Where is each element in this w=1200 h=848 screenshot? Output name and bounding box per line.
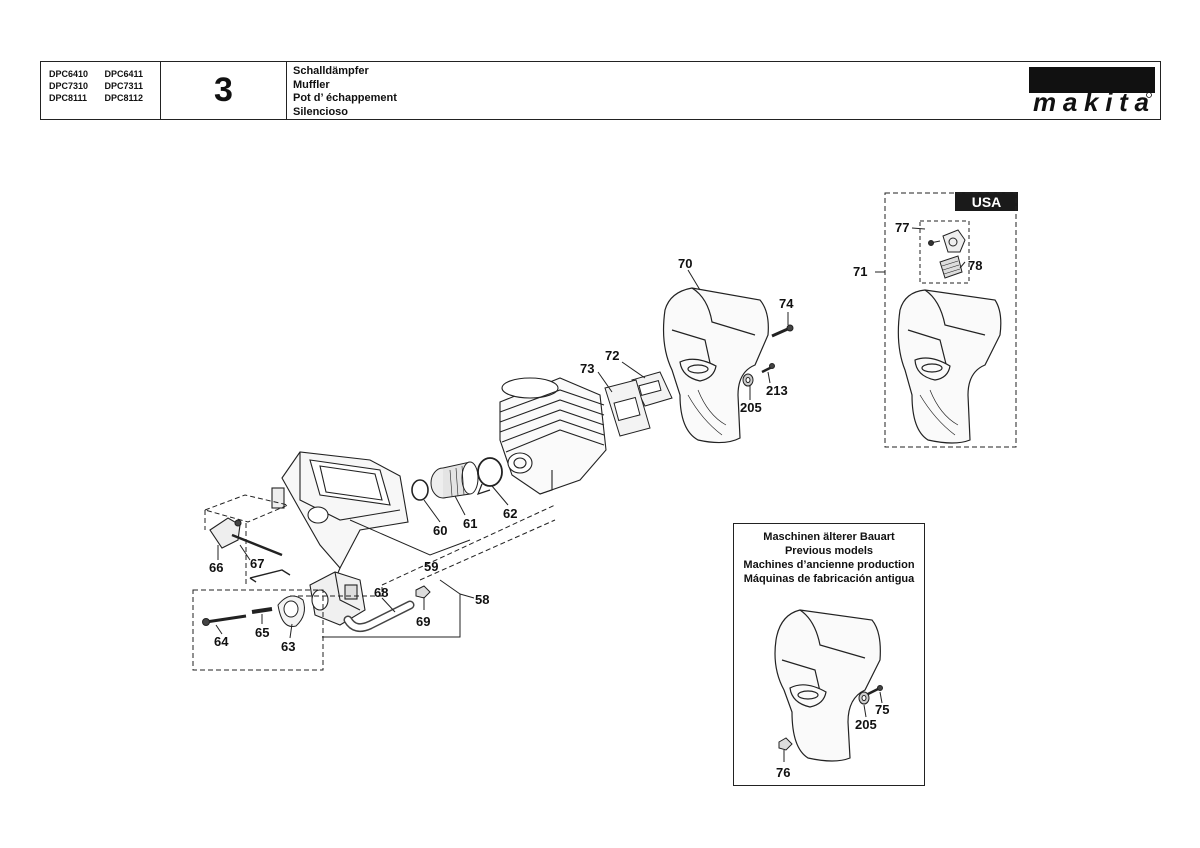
part-label: 213 bbox=[766, 383, 788, 398]
muffler-previous-model bbox=[774, 609, 881, 762]
usa-badge: USA bbox=[955, 192, 1018, 211]
carburetor bbox=[309, 571, 366, 626]
clamp-62 bbox=[476, 457, 503, 495]
part-label: 61 bbox=[463, 516, 477, 531]
gasket-63 bbox=[277, 595, 305, 628]
part-label: 77 bbox=[895, 220, 909, 235]
prev-title-en: Previous models bbox=[784, 545, 874, 557]
part-label: 73 bbox=[580, 361, 594, 376]
makita-logo: makita bbox=[1029, 67, 1155, 114]
nut-76 bbox=[778, 737, 793, 751]
model-code: DPC7311 bbox=[104, 81, 144, 91]
part-label: 72 bbox=[605, 348, 619, 363]
part-label: 76 bbox=[776, 765, 790, 780]
throttle-rod-67 bbox=[249, 569, 291, 583]
usa-variant-frame bbox=[884, 192, 1017, 448]
part-label: 70 bbox=[678, 256, 692, 271]
title-es: Silencioso bbox=[293, 105, 349, 118]
sleeve-65 bbox=[251, 607, 273, 614]
model-code: DPC8112 bbox=[104, 93, 144, 103]
model-list: DPC6410 DPC6411 DPC7310 DPC7311 DPC8111 DPC… bbox=[41, 62, 161, 119]
washer-205 bbox=[742, 373, 754, 387]
part-label: 65 bbox=[255, 625, 269, 640]
model-code: DPC6411 bbox=[104, 69, 144, 79]
title-de: Schalldämpfer bbox=[293, 65, 369, 77]
washer-205-prev bbox=[858, 691, 870, 705]
part-label: 60 bbox=[433, 523, 447, 538]
model-code: DPC7310 bbox=[49, 81, 89, 91]
part-label: 67 bbox=[250, 556, 264, 571]
ring-60 bbox=[411, 479, 429, 501]
spark-arrestor-frame bbox=[919, 220, 970, 284]
nut-69 bbox=[415, 585, 431, 599]
page-number: 3 bbox=[161, 62, 287, 119]
intake-flange-61 bbox=[430, 461, 479, 499]
prev-title-fr: Machines d’ancienne production bbox=[743, 559, 915, 571]
part-label: 75 bbox=[875, 702, 889, 717]
model-code: DPC8111 bbox=[49, 93, 88, 103]
section-titles: Schalldämpfer Muffler Pot d’ échappement… bbox=[287, 62, 847, 119]
prev-title-de: Maschinen älterer Bauart bbox=[763, 531, 895, 543]
carburetor-housing bbox=[271, 451, 409, 586]
prev-title-es: Máquinas de fabricación antigua bbox=[743, 573, 915, 585]
part-label: 78 bbox=[968, 258, 982, 273]
part-label: 68 bbox=[374, 585, 388, 600]
spark-arrestor-parts bbox=[928, 229, 966, 279]
part-label: 69 bbox=[416, 614, 430, 629]
throttle-lever-66 bbox=[209, 517, 283, 557]
screw-74 bbox=[771, 324, 794, 338]
part-label: 71 bbox=[853, 264, 867, 279]
title-en: Muffler bbox=[293, 78, 330, 91]
part-label: 58 bbox=[475, 592, 489, 607]
gasket-72 bbox=[631, 371, 673, 407]
part-label: 59 bbox=[424, 559, 438, 574]
screw-213 bbox=[761, 363, 775, 374]
part-label: 205 bbox=[740, 400, 762, 415]
bolt-64 bbox=[202, 614, 247, 626]
muffler-main bbox=[662, 287, 769, 444]
title-block: DPC6410 DPC6411 DPC7310 DPC7311 DPC8111 DPC… bbox=[40, 61, 1161, 120]
model-code: DPC6410 bbox=[49, 69, 89, 79]
part-label: 74 bbox=[779, 296, 794, 311]
gasket-73 bbox=[604, 379, 651, 437]
part-label: 62 bbox=[503, 506, 517, 521]
part-label: 66 bbox=[209, 560, 223, 575]
muffler-usa bbox=[897, 289, 1002, 444]
carb-kit-frame bbox=[192, 589, 324, 671]
previous-models-box: Maschinen älterer Bauart Previous models… bbox=[733, 523, 925, 786]
part-label: 64 bbox=[214, 634, 229, 649]
title-fr: Pot d’ échappement bbox=[293, 92, 397, 104]
part-label: 63 bbox=[281, 639, 295, 654]
cylinder bbox=[499, 377, 607, 495]
part-label: 205 bbox=[855, 717, 877, 732]
screw-75 bbox=[865, 685, 883, 697]
